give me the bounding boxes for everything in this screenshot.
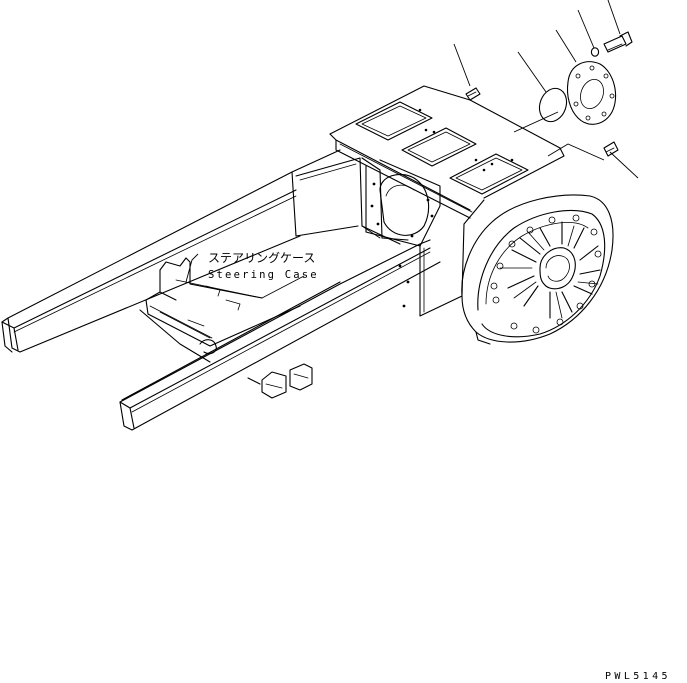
part-name-en: Steering Case [208,269,319,281]
part-name-jp: ステアリングケース [208,251,315,265]
leader-lines [185,0,639,283]
final-drive-housing [461,194,614,345]
o-ring [538,87,568,123]
washer [590,47,600,57]
drawing-code: PWL5145 [605,671,671,682]
left-frame-arm [1,149,341,353]
plug-side [603,141,619,157]
inner-walls [291,157,441,247]
exploded-parts [465,31,633,157]
right-frame-arm [119,239,441,431]
plug-top [465,87,481,101]
cover-plate [566,61,617,125]
housing-front-face [361,199,485,317]
top-deck [329,85,565,219]
bolt [603,31,633,53]
bottom-cross-members [139,257,313,399]
